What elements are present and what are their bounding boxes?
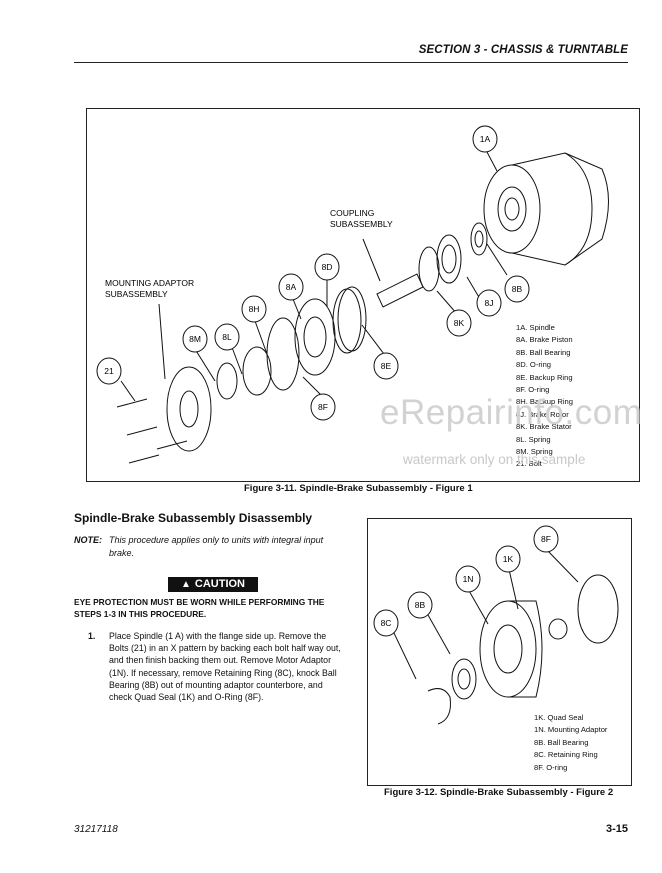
note-label: NOTE: xyxy=(74,535,102,545)
eye-protection-warning: EYE PROTECTION MUST BE WORN WHILE PERFOR… xyxy=(74,597,325,619)
callout-label: 8A xyxy=(286,282,297,292)
legend-item: 8H. Backup Ring xyxy=(516,397,573,407)
legend-item: 8D. O-ring xyxy=(516,360,552,370)
legend-item: 8B. Ball Bearing xyxy=(534,737,589,747)
callout-label: 8F xyxy=(541,534,551,544)
legend-item: 8E. Backup Ring xyxy=(516,372,573,382)
step-number: 1. xyxy=(88,631,96,641)
spindle-brake-exploded-diagram-2: 8F 1K 1N 8B 8C xyxy=(373,525,619,725)
callout-bubble xyxy=(495,545,521,573)
section-heading: Spindle-Brake Subassembly Disassembly xyxy=(74,511,313,525)
callout-label: 1K xyxy=(503,554,514,564)
figure-3-12: 8F 1K 1N 8B 8C xyxy=(367,518,632,786)
callout-label: 8F xyxy=(318,402,328,412)
mounting-adaptor-label: MOUNTING ADAPTOR xyxy=(105,278,194,288)
callout-bubble xyxy=(533,525,559,553)
callout-bubble xyxy=(455,565,481,593)
step-text: Place Spindle (1 A) with the flange side… xyxy=(109,631,341,703)
callout-bubble xyxy=(278,273,304,301)
callout-label: 8K xyxy=(454,318,465,328)
legend-item: 8J. Brake Rotor xyxy=(516,409,569,419)
callout-label: 8D xyxy=(322,262,333,272)
callout-bubble xyxy=(373,609,399,637)
callout-bubble xyxy=(214,323,240,351)
watermark-main: eRepairinfo.com xyxy=(380,393,643,432)
callout-bubble xyxy=(182,325,208,353)
callout-label: 8C xyxy=(381,618,392,628)
callout-label: 8J xyxy=(485,298,494,308)
callout-bubble xyxy=(407,591,433,619)
legend-item: 8F. O-ring xyxy=(516,385,550,395)
legend-item: 8K. Brake Stator xyxy=(516,422,572,432)
legend-item: 8B. Ball Bearing xyxy=(516,347,571,357)
caution-banner: ▲CAUTION xyxy=(168,577,258,592)
figure-3-11-caption: Figure 3-11. Spindle-Brake Subassembly -… xyxy=(244,483,473,494)
callout-bubble xyxy=(472,125,498,153)
svg-text:SUBASSEMBLY: SUBASSEMBLY xyxy=(105,289,168,299)
watermark-sub: watermark only on this sample xyxy=(403,452,586,467)
callout-bubble xyxy=(476,289,502,317)
callout-label: 8M xyxy=(189,334,201,344)
note-block: NOTE: This procedure applies only to uni… xyxy=(74,534,349,559)
callout-bubble xyxy=(314,253,340,281)
legend-item: 1A. Spindle xyxy=(516,323,555,332)
page-number: 3-15 xyxy=(605,823,628,835)
legend-item: 8L. Spring xyxy=(516,434,551,444)
callout-label: 8E xyxy=(381,361,392,371)
callout-label: 8B xyxy=(512,284,523,294)
caution-label: CAUTION xyxy=(194,578,245,590)
note-text: This procedure applies only to units wit… xyxy=(109,535,324,558)
figure-3-12-caption: Figure 3-12. Spindle-Brake Subassembly -… xyxy=(384,787,614,798)
callout-label: 8B xyxy=(415,600,426,610)
callout-label: 1A xyxy=(480,134,491,144)
coupling-label: COUPLING xyxy=(330,208,374,218)
callout-bubble xyxy=(446,309,472,337)
header-rule xyxy=(74,62,628,63)
document-number: 31217118 xyxy=(74,824,118,835)
legend-item: 1K. Quad Seal xyxy=(534,713,584,722)
step-1: 1. Place Spindle (1 A) with the flange s… xyxy=(74,630,344,703)
legend-item: 8M. Spring xyxy=(516,447,553,457)
figure2-legend: 1K. Quad Seal 1N. Mounting Adaptor 8B. Bal… xyxy=(534,712,607,774)
legend-item: 21. Bolt xyxy=(516,459,542,469)
legend-item: 8F. O-ring xyxy=(534,762,568,772)
callout-label: 21 xyxy=(104,366,114,376)
callout-bubble xyxy=(310,393,336,421)
spindle-brake-exploded-diagram: COUPLING SUBASSEMBLY MOUNTING ADAPTOR SU… xyxy=(96,125,609,464)
callout-bubble xyxy=(504,275,530,303)
callout-bubble xyxy=(96,357,122,385)
svg-text:MOUNTING ADAPTOR: MOUNTING ADAPTOR xyxy=(105,278,194,288)
svg-text:COUPLING: COUPLING xyxy=(330,208,374,218)
legend-item: 1N. Mounting Adaptor xyxy=(534,725,608,735)
legend-item: 8C. Retaining Ring xyxy=(534,750,598,760)
callout-bubble xyxy=(241,295,267,323)
callout-label: 8H xyxy=(249,304,260,314)
figure1-legend: 1A. Spindle 8A. Brake Piston 8B. Ball Bear… xyxy=(516,322,573,471)
warning-icon: ▲ xyxy=(180,579,191,590)
callout-bubble xyxy=(373,352,399,380)
legend-item: 8A. Brake Piston xyxy=(516,335,573,345)
svg-text:SUBASSEMBLY: SUBASSEMBLY xyxy=(330,219,393,229)
callout-label: 1N xyxy=(463,574,474,584)
callout-label: 8L xyxy=(222,332,232,342)
figure-3-11: COUPLING SUBASSEMBLY MOUNTING ADAPTOR SU… xyxy=(86,108,640,482)
section-header: SECTION 3 - CHASSIS & TURNTABLE xyxy=(418,44,628,56)
